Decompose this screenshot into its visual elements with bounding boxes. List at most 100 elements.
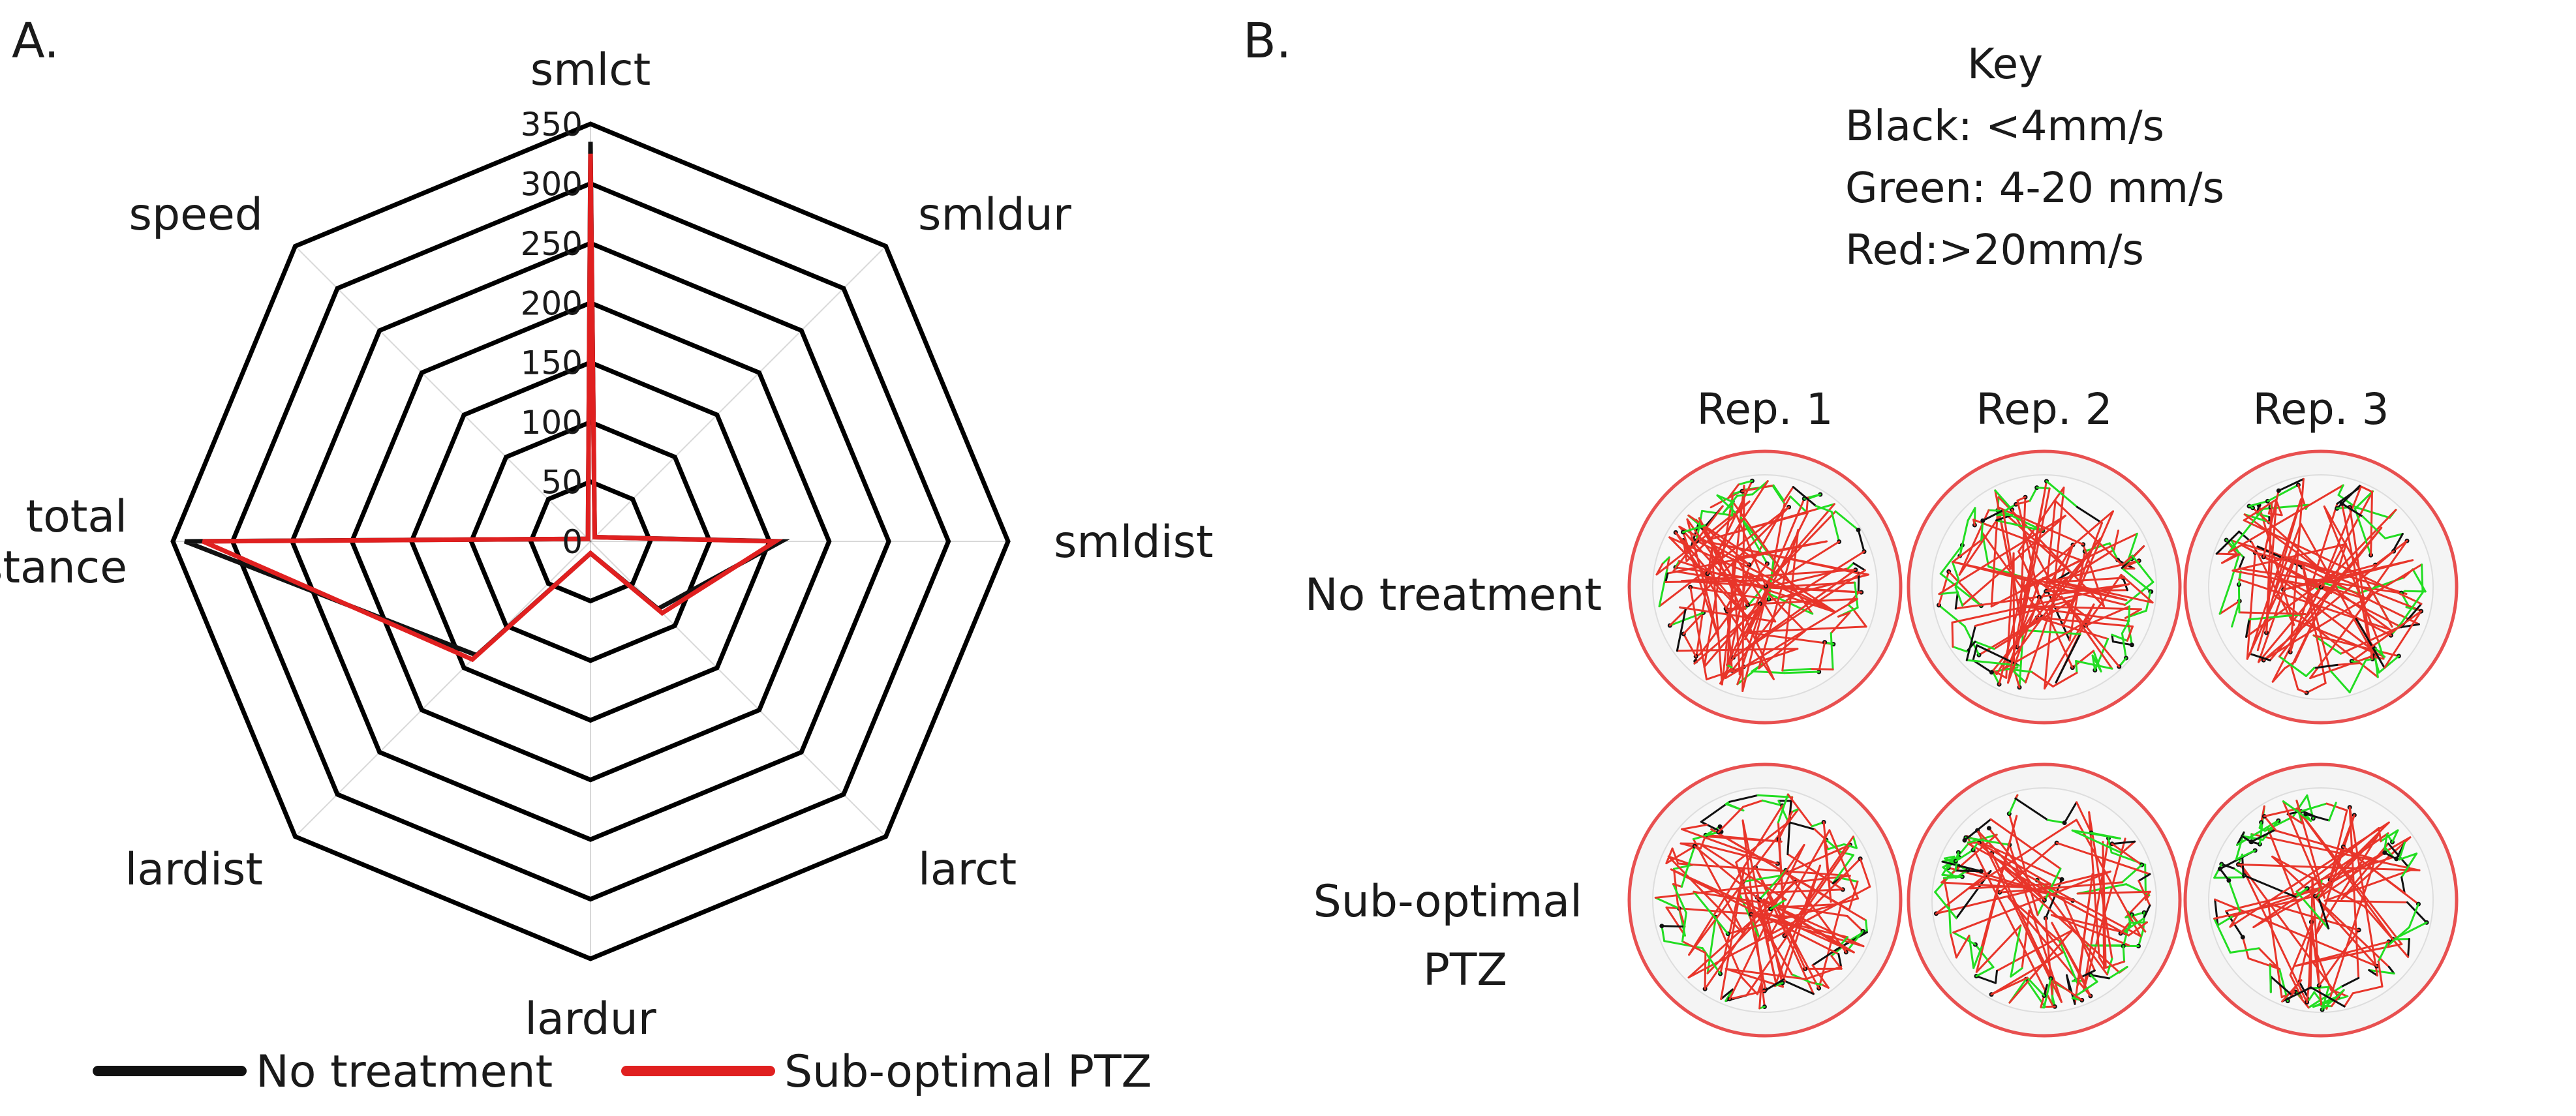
trajectory-segment <box>2258 586 2322 663</box>
trajectory-segment <box>2241 853 2245 879</box>
trajectory-segment <box>1834 510 1860 531</box>
tick-label-50: 50 <box>541 464 583 502</box>
trajectory-segment <box>1762 899 1784 984</box>
trajectory-segment <box>2328 802 2337 822</box>
trajectory-segment <box>2213 895 2317 920</box>
trajectory-segment <box>2245 618 2250 638</box>
trajectory-segment <box>1857 572 1860 594</box>
trajectory-segment <box>1715 916 1743 978</box>
trajectory-segment <box>1728 483 1740 499</box>
trajectory-segment <box>2119 917 2145 935</box>
trajectory <box>2213 794 2429 1012</box>
trajectory-segment <box>2036 616 2109 640</box>
trajectory-segment <box>1994 489 2014 511</box>
trajectory-segment <box>2017 550 2074 669</box>
trajectory-segment <box>1935 869 1992 915</box>
trajectory-segment <box>1980 815 2018 948</box>
trajectory-segment <box>1777 793 1789 824</box>
trajectory-segment <box>1972 841 1979 851</box>
trajectory-segment <box>2066 974 2071 993</box>
key-line-black: Black: <4mm/s <box>1845 102 2164 151</box>
trajectory-segment <box>1954 578 1960 588</box>
trajectory-segment <box>1939 544 1963 575</box>
trajectory-segment <box>1823 841 1830 851</box>
trajectory-segment <box>2377 943 2389 963</box>
trajectory-segment <box>1954 586 1964 607</box>
trajectory-segment <box>1996 929 2074 972</box>
trajectory-segment <box>1846 915 1864 932</box>
trajectory-segment <box>2085 605 2131 627</box>
trajectory-segment <box>2051 922 2092 997</box>
trajectory-segment <box>2016 496 2027 502</box>
trajectory-segment <box>2258 947 2280 970</box>
trajectory-segment <box>2358 485 2373 493</box>
trajectory-segment <box>2267 903 2283 999</box>
trajectory-segment <box>1728 989 1766 1001</box>
trajectory-segment <box>1938 604 1966 627</box>
trajectory-segment <box>2241 936 2250 959</box>
trajectory-segment <box>2010 967 2023 978</box>
trajectory-segment <box>2085 573 2123 627</box>
trajectory-segment <box>2075 819 2142 937</box>
trajectory-segment <box>2318 851 2386 899</box>
trajectory-segment <box>1663 940 1704 950</box>
trajectory-segment <box>1773 982 1784 988</box>
trajectory-segment <box>1704 843 1805 990</box>
trajectory-segment <box>2076 801 2093 834</box>
spoke-7 <box>294 245 591 542</box>
axis-label-lardist: lardist <box>125 844 262 896</box>
trajectory-segment <box>2352 985 2384 995</box>
trajectory-segment <box>2106 958 2113 976</box>
trajectory-point <box>1986 826 1991 831</box>
trajectory-segment <box>2368 969 2378 977</box>
trajectory-segment <box>1758 982 1762 1010</box>
trajectory-segment <box>2329 669 2351 693</box>
trajectory-segment <box>1830 611 1851 635</box>
trajectory-segment <box>1995 969 1998 984</box>
trajectory-segment <box>2121 632 2127 659</box>
trajectory-segment <box>2111 633 2128 642</box>
trajectory-segment <box>2218 600 2241 615</box>
trajectory-segment <box>2246 549 2299 660</box>
trajectory-segment <box>2240 864 2308 1004</box>
trajectory-segment <box>1944 855 1955 860</box>
trajectory-segment <box>1972 946 1983 969</box>
trajectory-segment <box>1664 572 1669 583</box>
trajectory-segment <box>2254 551 2336 574</box>
grid-ring-150 <box>408 359 773 723</box>
legend-label-sub-optimal-ptz: Sub-optimal PTZ <box>784 1046 1152 1098</box>
trajectory-segment <box>1720 867 1745 1001</box>
trajectory-segment <box>1717 806 1745 834</box>
trajectory-segment <box>1758 528 1800 670</box>
trajectory-segment <box>2249 498 2302 655</box>
trajectory-segment <box>2343 992 2354 1008</box>
trajectory-segment <box>2216 915 2233 927</box>
trajectory-segment <box>1704 834 1783 843</box>
trajectory-segment <box>1942 866 1957 879</box>
key-line-red: Red:>20mm/s <box>1845 226 2144 275</box>
trajectory-segment <box>1743 631 1835 646</box>
trajectory-segment <box>2008 813 2039 916</box>
trajectory-segment <box>2218 580 2232 615</box>
trajectory-segment <box>2238 556 2245 569</box>
trajectory <box>1654 793 1871 1010</box>
rep-2-header: Rep. 2 <box>1976 384 2112 434</box>
arena-4 <box>1627 762 1903 1038</box>
trajectory-segment <box>2263 815 2294 832</box>
trajectory-segment <box>2355 618 2385 669</box>
trajectory-segment <box>2354 507 2372 556</box>
trajectory-segment <box>2337 484 2344 496</box>
trajectory-segment <box>1668 536 1751 620</box>
trajectory-segment <box>2055 841 2151 875</box>
trajectory-segment <box>2075 660 2078 674</box>
radar-axis-labels: smlctsmldursmldistlarctlardurlardisttota… <box>0 44 1214 1045</box>
legend: No treatment Sub-optimal PTZ <box>93 1046 1152 1098</box>
trajectory-segment <box>2340 842 2389 900</box>
trajectory-segment <box>2142 911 2145 931</box>
grid-ring-300 <box>230 181 951 902</box>
series-no-treatment <box>184 142 790 658</box>
trajectory-segment <box>2299 802 2328 813</box>
trajectory-segment <box>2317 834 2380 899</box>
arena-1 <box>1627 449 1903 725</box>
